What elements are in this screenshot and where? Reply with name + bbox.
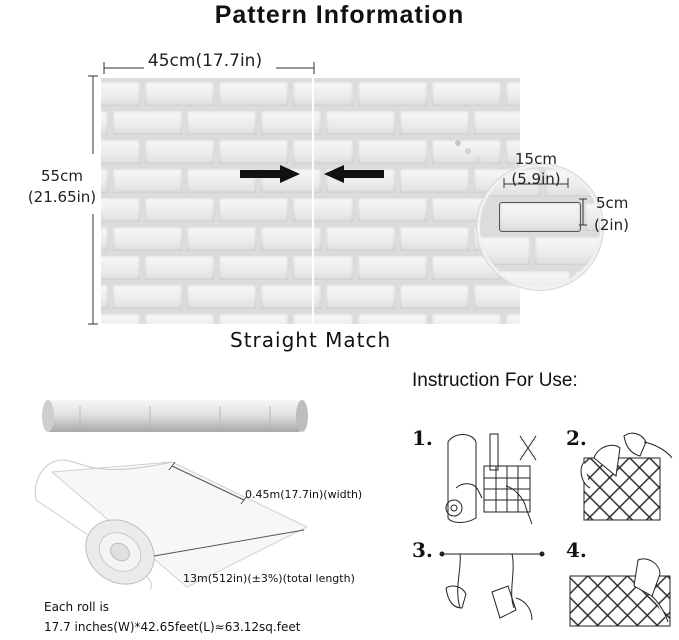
roll-width-label: 0.45m(17.7in)(width)	[245, 488, 363, 501]
step-number-2: 2.	[566, 426, 587, 450]
brick-height-line	[579, 198, 587, 226]
page-title: Pattern Information	[214, 1, 465, 29]
arrow-right-icon	[240, 165, 300, 183]
instructions-title: Instruction For Use:	[412, 370, 578, 391]
step-number-3: 3.	[412, 538, 433, 562]
brick-panel-left	[101, 78, 312, 324]
brick-zoom-detail	[477, 164, 603, 290]
width-label: 45cm(17.7in)	[147, 51, 263, 71]
match-caption: Straight Match	[230, 328, 392, 352]
step-3-smooth-illustration	[439, 551, 545, 621]
unrolled-wallpaper-image	[34, 459, 309, 591]
arrow-left-icon	[324, 165, 384, 183]
brick-panel-right	[314, 78, 520, 324]
step-4-finished-illustration	[569, 558, 671, 627]
height-label-cm: 55cm	[41, 167, 83, 185]
step-number-4: 4.	[566, 538, 587, 562]
brick-width-cm: 15cm	[515, 150, 557, 168]
height-dimension-line	[88, 75, 98, 325]
panel-seam	[312, 78, 314, 324]
coverage-line-2: 17.7 inches(W)*42.65feet(L)≈63.12sq.feet	[44, 620, 301, 634]
roll-width-line	[168, 462, 248, 505]
brick-height-cm: 5cm	[596, 194, 629, 212]
roll-length-line	[153, 529, 305, 557]
step-1-measure-cut-illustration	[445, 433, 537, 525]
step-number-1: 1.	[412, 426, 433, 450]
brick-height-in: (2in)	[594, 216, 629, 234]
brick-width-line	[503, 178, 569, 188]
height-label-in: (21.65in)	[27, 188, 97, 206]
rolled-wallpaper-image	[42, 400, 308, 432]
width-dimension-line	[103, 62, 315, 74]
coverage-line-1: Each roll is	[44, 600, 110, 614]
zoom-connector	[455, 140, 481, 162]
brick-width-in: (5.9in)	[511, 170, 561, 188]
step-2-peel-illustration	[580, 432, 673, 521]
roll-length-label: 13m(512in)(±3%)(total length)	[183, 572, 355, 585]
